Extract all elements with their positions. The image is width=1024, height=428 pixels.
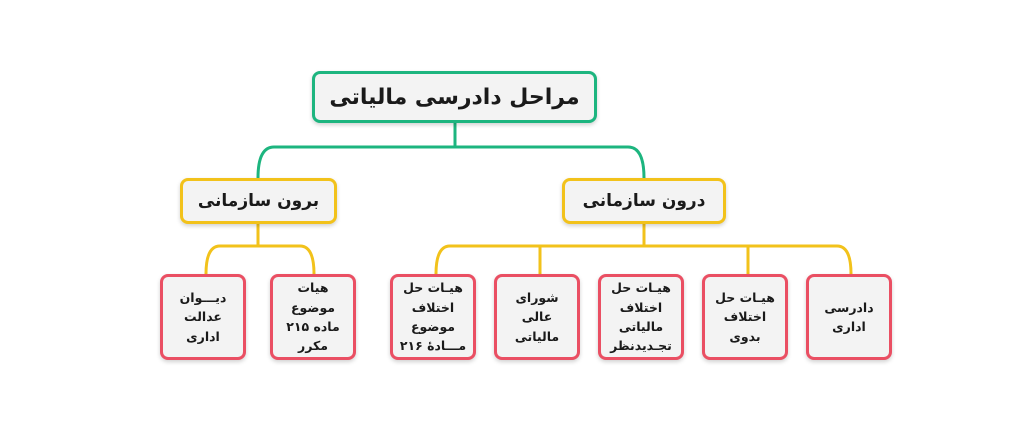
inside-child-node: هیـات حل اختلاف موضوع مـــادهٔ ۲۱۶ [390,274,476,360]
connector-inside-bar [434,244,853,275]
inside-child-node: شورای عالی مالیاتی [494,274,580,360]
outside-child-node: هیات موضوع ماده ۲۱۵ مکرر [270,274,356,360]
connector-outside-bar [204,244,316,275]
inside-child-node: دادرسی اداری [806,274,892,360]
branch-node-outside: برون سازمانی [180,178,337,224]
root-node: مراحل دادرسی مالیاتی [312,71,597,123]
outside-child-node: دیـــوان عدالت اداری [160,274,246,360]
branch-node-inside: درون سازمانی [562,178,726,224]
inside-child-node: هیـات حل اختلاف مالیاتی تجـدیدنظر [598,274,684,360]
inside-child-node: هیـات حل اختلاف بدوی [702,274,788,360]
connector-root-bar [256,145,646,179]
